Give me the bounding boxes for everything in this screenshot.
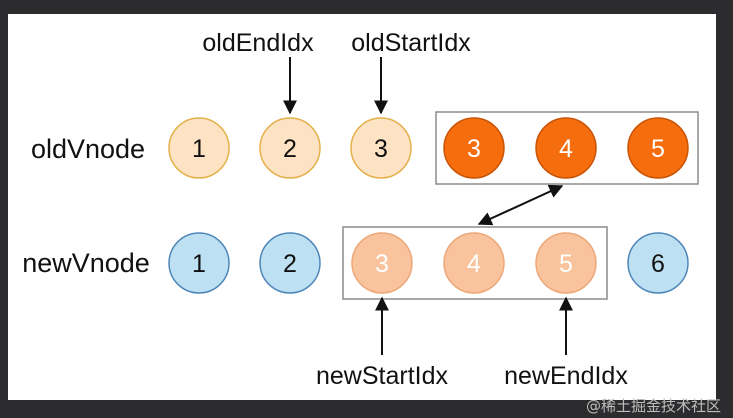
- new-group-box: [342, 226, 608, 300]
- old-node-5: 4: [535, 117, 597, 179]
- old-start-idx-label: oldStartIdx: [351, 29, 471, 57]
- new-node-6-label: 6: [651, 250, 665, 278]
- new-node-6: 6: [627, 232, 689, 294]
- old-node-2-label: 2: [283, 135, 297, 163]
- new-start-idx-label: newStartIdx: [316, 362, 449, 390]
- old-node-4-label: 3: [467, 135, 481, 163]
- new-node-3-label: 3: [375, 250, 389, 278]
- new-node-5: 5: [535, 232, 597, 294]
- old-node-6-label: 5: [651, 135, 665, 163]
- diagram-canvas: [8, 14, 716, 400]
- old-node-3-label: 3: [374, 135, 388, 163]
- new-node-1-label: 1: [192, 250, 206, 278]
- new-node-3: 3: [351, 232, 413, 294]
- old-node-6: 5: [627, 117, 689, 179]
- old-node-4: 3: [443, 117, 505, 179]
- old-node-1: 1: [168, 117, 230, 179]
- old-node-3: 3: [350, 117, 412, 179]
- new-node-2-label: 2: [283, 250, 297, 278]
- new-node-1: 1: [168, 232, 230, 294]
- old-vnode-label: oldVnode: [31, 134, 145, 164]
- group-correspondence-arrow: [477, 184, 564, 226]
- new-node-2: 2: [259, 232, 321, 294]
- old-node-1-label: 1: [192, 135, 206, 163]
- new-node-5-label: 5: [559, 250, 573, 278]
- old-end-idx-label: oldEndIdx: [202, 29, 314, 57]
- old-node-2: 2: [259, 117, 321, 179]
- new-end-idx-label: newEndIdx: [504, 362, 628, 390]
- new-vnode-label: newVnode: [22, 248, 150, 278]
- new-node-4: 4: [443, 232, 505, 294]
- old-group-box: [435, 111, 699, 185]
- old-node-5-label: 4: [559, 135, 573, 163]
- new-node-4-label: 4: [467, 250, 481, 278]
- watermark: @稀土掘金技术社区: [585, 397, 721, 415]
